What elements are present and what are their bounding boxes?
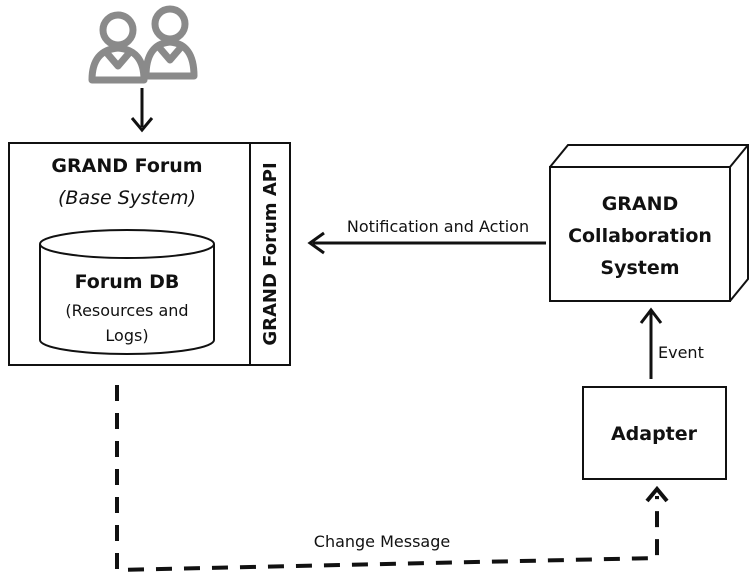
adapter-label: Adapter [611, 423, 698, 445]
forum-title: GRAND Forum [51, 155, 202, 177]
forum-db-cylinder [39, 229, 215, 355]
users-to-forum-arrow [130, 88, 154, 133]
change-message-arrowhead [645, 485, 669, 503]
change-message-connector [115, 385, 659, 573]
forum-db-detail-2: Logs) [105, 326, 148, 345]
collaboration-line-2: Collaboration [568, 225, 712, 247]
forum-subtitle: (Base System) [58, 187, 196, 209]
forum-db-title: Forum DB [75, 271, 180, 293]
collaboration-line-1: GRAND [602, 193, 679, 215]
event-label: Event [658, 343, 704, 362]
forum-db-detail-1: (Resources and [65, 301, 188, 320]
adapter-box [582, 386, 727, 480]
change-message-label: Change Message [314, 532, 450, 551]
notification-label: Notification and Action [347, 217, 529, 236]
event-arrow [639, 307, 663, 379]
collaboration-line-3: System [600, 257, 679, 279]
forum-api-label: GRAND Forum API [260, 162, 281, 345]
collaboration-box [549, 144, 749, 302]
users-icon [88, 5, 198, 84]
notification-arrow [307, 231, 546, 255]
